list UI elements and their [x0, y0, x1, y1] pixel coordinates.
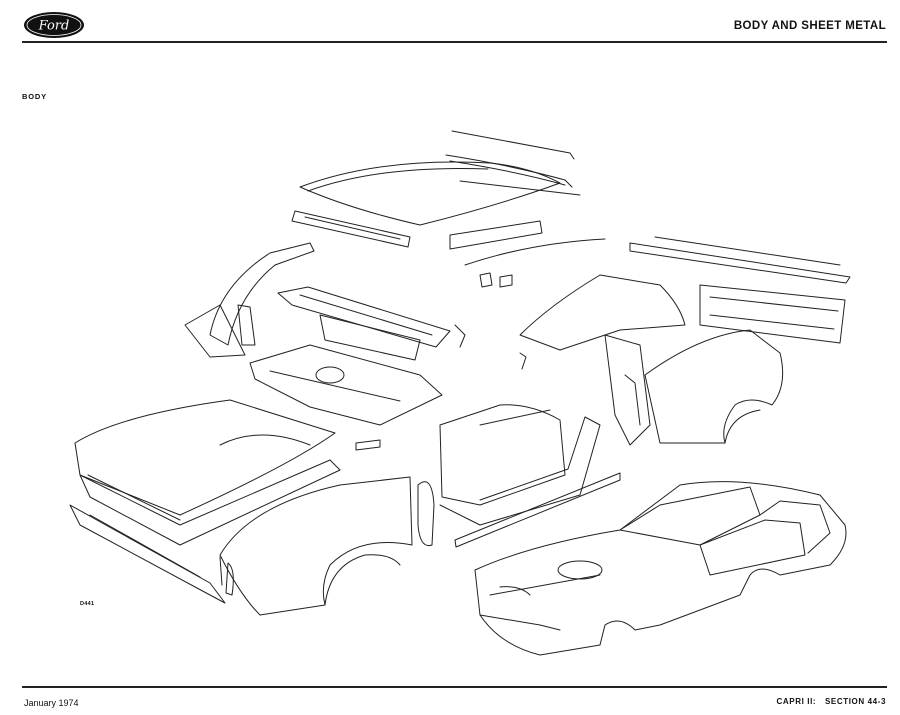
page-header: Ford BODY AND SHEET METAL	[0, 0, 900, 46]
quarter-inner-panel	[519, 274, 686, 446]
door-assembly	[439, 404, 621, 548]
section-label: BODY	[22, 92, 47, 101]
footer-date: January 1974	[24, 698, 79, 708]
rear-boot-panel	[699, 284, 846, 344]
page-title: BODY AND SHEET METAL	[733, 20, 886, 32]
roof-panel	[299, 161, 561, 226]
floor-pan	[249, 344, 443, 426]
front-wing-fender	[219, 476, 413, 616]
assembled-body-shell	[474, 481, 847, 656]
footer-model: CAPRI II:	[776, 697, 817, 706]
rear-quarter-panel	[644, 329, 784, 444]
door-seal	[417, 481, 435, 547]
rear-header-rail	[449, 220, 851, 284]
header-divider	[22, 41, 887, 43]
footer-section: SECTION 44-3	[825, 697, 886, 706]
illustration-reference-code: D441	[80, 601, 95, 607]
cowl-dash-panel	[277, 286, 451, 361]
roof-rails	[445, 130, 581, 196]
front-apron	[69, 459, 341, 604]
front-header-panel	[291, 210, 411, 248]
bonnet-panel	[74, 399, 336, 521]
footer-section-info: CAPRI II: SECTION 44-3	[771, 697, 886, 706]
windshield-pillar	[184, 242, 315, 358]
small-brackets	[225, 272, 527, 596]
footer-divider	[22, 686, 887, 688]
exploded-body-illustration	[60, 125, 860, 660]
logo-text: Ford	[38, 19, 70, 34]
ford-logo-icon: Ford	[22, 10, 86, 40]
